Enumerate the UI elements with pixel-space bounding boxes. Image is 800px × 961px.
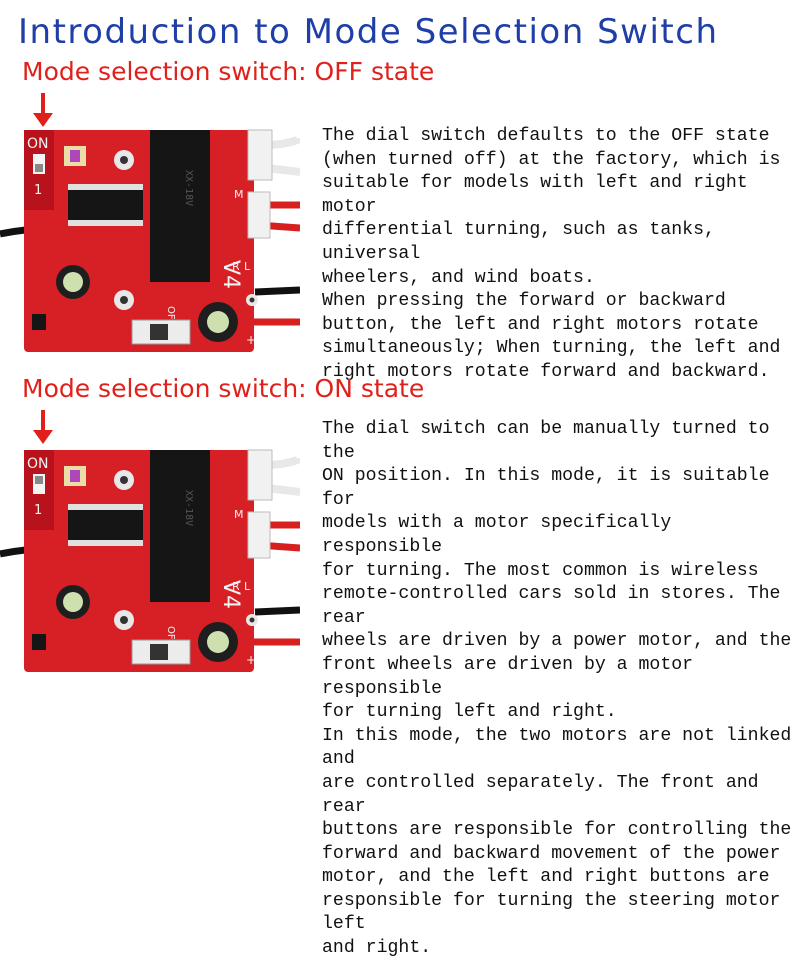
on-label: ON — [27, 456, 49, 472]
switch-number: 1 — [34, 503, 42, 518]
main-chip — [150, 450, 210, 602]
pcb-board-off: ON 1 XX-18V OFF V4 R L M + — [0, 129, 300, 352]
down-arrow-icon — [33, 410, 53, 444]
page-title: Introduction to Mode Selection Switch — [18, 12, 719, 52]
down-arrow-icon — [33, 93, 53, 127]
l-label: L — [244, 580, 251, 593]
svg-text:XX-18V: XX-18V — [183, 170, 194, 206]
r-label: R — [232, 580, 240, 593]
main-chip — [150, 130, 210, 282]
m-label: M — [234, 508, 244, 521]
on-description: The dial switch can be manually turned t… — [322, 419, 792, 959]
on-section-heading: Mode selection switch: ON state — [22, 374, 425, 403]
l-label: L — [244, 260, 251, 273]
plus-label: + — [246, 333, 256, 347]
off-description: The dial switch defaults to the OFF stat… — [322, 126, 781, 382]
plus-label: + — [246, 653, 256, 667]
switch-number: 1 — [34, 183, 42, 198]
version-label: V4 — [218, 580, 243, 609]
m-label: M — [234, 188, 244, 201]
pcb-board-on: ON 1 XX-18V OFF V4 R L M + — [0, 449, 300, 672]
version-label: V4 — [218, 260, 243, 289]
off-section-heading: Mode selection switch: OFF state — [22, 57, 435, 86]
svg-text:XX-18V: XX-18V — [183, 490, 194, 526]
off-label: OFF — [165, 306, 176, 326]
off-label: OFF — [165, 626, 176, 646]
r-label: R — [232, 260, 240, 273]
on-label: ON — [27, 136, 49, 152]
